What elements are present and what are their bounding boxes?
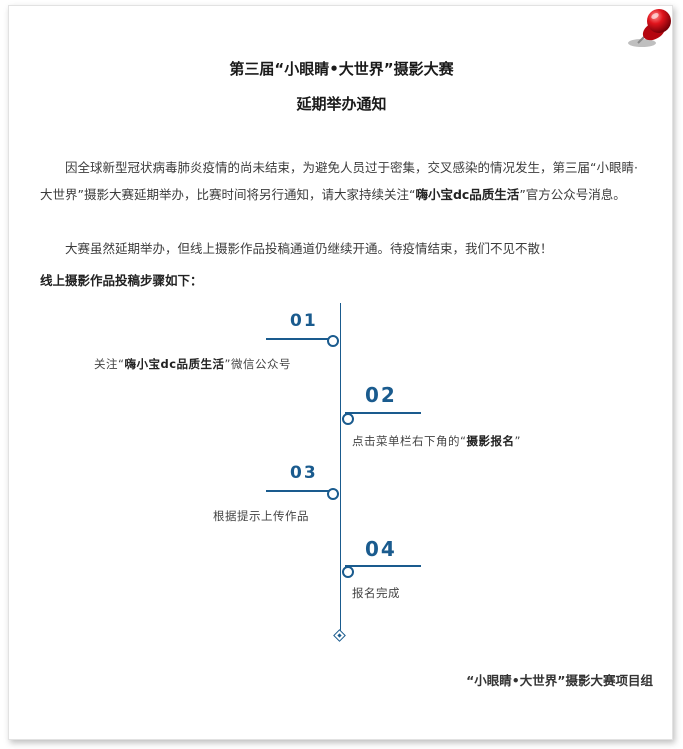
step-text-01: 关注“嗨小宝dc品质生活”微信公众号 <box>94 357 291 371</box>
timeline-node-02 <box>342 413 354 425</box>
step-underline-04 <box>345 565 421 567</box>
timeline-line <box>340 303 341 633</box>
step-number-03: 03 <box>290 463 318 483</box>
notice-subtitle: 延期举办通知 <box>296 95 387 113</box>
step-underline-03 <box>266 490 337 492</box>
step-number-04: 04 <box>365 537 397 561</box>
steps-heading: 线上摄影作品投稿步骤如下： <box>40 273 203 288</box>
official-account-name: 嗨小宝dc品质生活 <box>415 187 520 202</box>
step-text-03: 根据提示上传作品 <box>213 509 309 523</box>
paragraph-online-submission: 大赛虽然延期举办，但线上摄影作品投稿通道仍继续开通。待疫情结束，我们不见不散！ <box>65 241 553 256</box>
timeline-node-01 <box>327 335 339 347</box>
timeline-node-03 <box>327 488 339 500</box>
timeline-node-04 <box>342 566 354 578</box>
organizer-signature: “小眼睛•大世界”摄影大赛项目组 <box>466 673 653 688</box>
step-text-02: 点击菜单栏右下角的“摄影报名” <box>352 434 521 448</box>
step-underline-01 <box>266 338 337 340</box>
step-underline-02 <box>345 412 421 414</box>
paragraph-postponement: 因全球新型冠状病毒肺炎疫情的尚未结束，为避免人员过于密集，交叉感染的情况发生，第… <box>40 160 638 202</box>
step-number-01: 01 <box>290 311 318 331</box>
notice-title: 第三届“小眼睛•大世界”摄影大赛 <box>229 60 454 78</box>
pushpin-icon <box>628 9 671 47</box>
step-text-04: 报名完成 <box>352 586 400 600</box>
step-number-02: 02 <box>365 383 397 407</box>
